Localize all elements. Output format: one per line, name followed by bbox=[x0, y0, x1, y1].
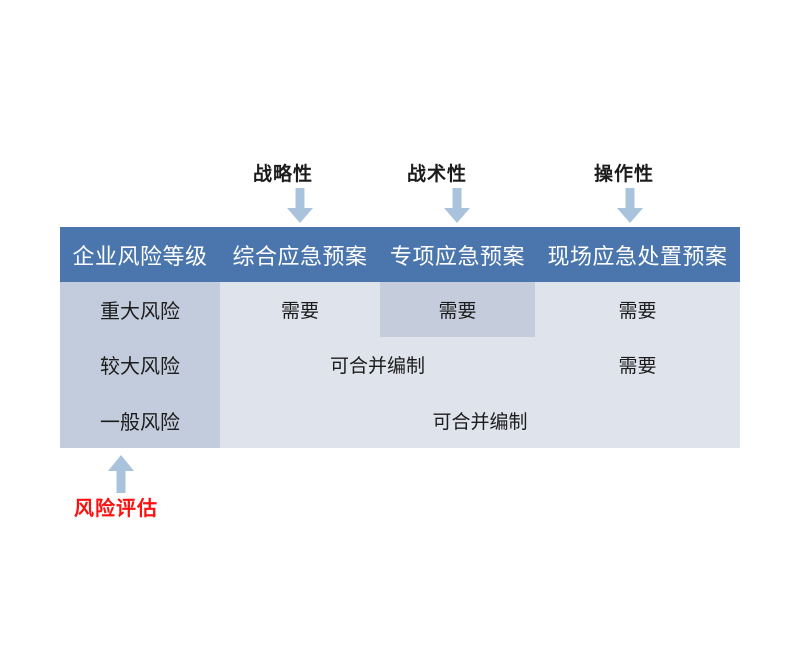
table-row: 重大风险 需要 需要 需要 bbox=[60, 282, 740, 337]
cell-major-comprehensive: 需要 bbox=[220, 282, 380, 337]
column-header-special-plan: 专项应急预案 bbox=[380, 227, 535, 282]
arrow-down-icon-operational bbox=[617, 188, 643, 223]
row-header-general-risk: 一般风险 bbox=[60, 392, 220, 448]
cell-major-onsite: 需要 bbox=[535, 282, 740, 337]
annotation-label-risk-assessment: 风险评估 bbox=[74, 496, 158, 520]
annotation-label-tactical: 战术性 bbox=[407, 163, 468, 185]
row-header-high-risk: 较大风险 bbox=[60, 337, 220, 392]
column-header-risk-level: 企业风险等级 bbox=[60, 227, 220, 282]
arrow-up-icon-risk-assessment bbox=[108, 455, 134, 493]
arrow-down-icon-strategic bbox=[287, 188, 313, 223]
cell-general-merged-plan: 可合并编制 bbox=[220, 392, 740, 448]
column-header-onsite-plan: 现场应急处置预案 bbox=[535, 227, 740, 282]
table-header-row: 企业风险等级 综合应急预案 专项应急预案 现场应急处置预案 bbox=[60, 227, 740, 282]
cell-major-special: 需要 bbox=[380, 282, 535, 337]
risk-emergency-plan-table: 企业风险等级 综合应急预案 专项应急预案 现场应急处置预案 重大风险 需要 需要… bbox=[60, 227, 740, 448]
arrow-down-icon-tactical bbox=[444, 188, 470, 223]
cell-high-onsite: 需要 bbox=[535, 337, 740, 392]
row-header-major-risk: 重大风险 bbox=[60, 282, 220, 337]
cell-high-merged-plan: 可合并编制 bbox=[220, 337, 535, 392]
annotation-label-strategic: 战略性 bbox=[253, 163, 314, 185]
table-row: 较大风险 可合并编制 需要 bbox=[60, 337, 740, 392]
column-header-comprehensive-plan: 综合应急预案 bbox=[220, 227, 380, 282]
table-row: 一般风险 可合并编制 bbox=[60, 392, 740, 448]
annotation-label-operational: 操作性 bbox=[594, 163, 655, 185]
